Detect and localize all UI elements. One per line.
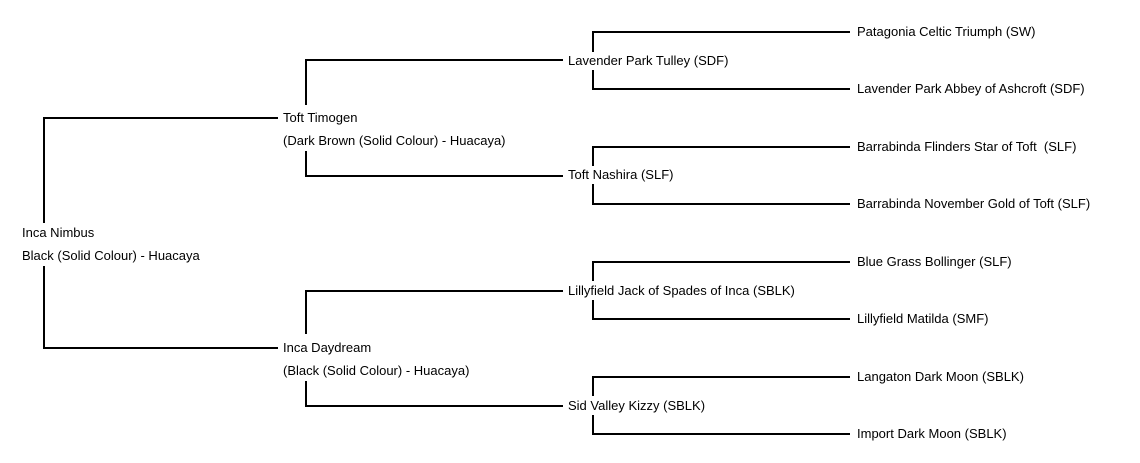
grandparent-name: Lavender Park Tulley (SDF) bbox=[568, 53, 729, 68]
great-grandparent-name: Lavender Park Abbey of Ashcroft (SDF) bbox=[857, 81, 1085, 96]
connector-line bbox=[592, 318, 850, 320]
subject-colour-breed: Black (Solid Colour) - Huacaya bbox=[22, 248, 200, 263]
grandparent-name: Sid Valley Kizzy (SBLK) bbox=[568, 398, 706, 413]
connector-line bbox=[592, 184, 594, 205]
connector-line bbox=[305, 290, 563, 292]
connector-line bbox=[592, 146, 850, 148]
connector-line bbox=[43, 347, 278, 349]
connector-line bbox=[592, 433, 850, 435]
great-grandparent-name: Langaton Dark Moon (SBLK) bbox=[857, 369, 1024, 384]
connector-line bbox=[43, 266, 45, 349]
connector-line bbox=[43, 117, 278, 119]
grandparent-name: Toft Nashira (SLF) bbox=[568, 167, 674, 182]
great-grandparent-name: Barrabinda November Gold of Toft (SLF) bbox=[857, 196, 1091, 211]
connector-line bbox=[305, 59, 307, 105]
dam-name: Inca Daydream bbox=[283, 340, 372, 355]
connector-line bbox=[305, 405, 563, 407]
great-grandparent-name: Blue Grass Bollinger (SLF) bbox=[857, 254, 1012, 269]
connector-line bbox=[592, 261, 594, 281]
connector-line bbox=[592, 376, 594, 396]
connector-line bbox=[592, 31, 850, 33]
great-grandparent-name: Barrabinda Flinders Star of Toft (SLF) bbox=[857, 139, 1077, 154]
connector-line bbox=[592, 88, 850, 90]
connector-line bbox=[592, 300, 594, 320]
grandparent-name: Lillyfield Jack of Spades of Inca (SBLK) bbox=[568, 283, 795, 298]
connector-line bbox=[592, 203, 850, 205]
connector-line bbox=[592, 261, 850, 263]
connector-line bbox=[592, 70, 594, 90]
connector-line bbox=[305, 59, 563, 61]
connector-line bbox=[43, 117, 45, 223]
great-grandparent-name: Patagonia Celtic Triumph (SW) bbox=[857, 24, 1036, 39]
connector-line bbox=[305, 381, 307, 407]
connector-line bbox=[305, 175, 563, 177]
connector-line bbox=[592, 376, 850, 378]
connector-line bbox=[592, 415, 594, 435]
connector-line bbox=[592, 146, 594, 166]
sire-name: Toft Timogen bbox=[283, 110, 358, 125]
great-grandparent-name: Lillyfield Matilda (SMF) bbox=[857, 311, 989, 326]
sire-colour-breed: (Dark Brown (Solid Colour) - Huacaya) bbox=[283, 133, 506, 148]
subject-name: Inca Nimbus bbox=[22, 225, 95, 240]
connector-line bbox=[592, 31, 594, 52]
connector-line bbox=[305, 290, 307, 334]
connector-line bbox=[305, 151, 307, 177]
great-grandparent-name: Import Dark Moon (SBLK) bbox=[857, 426, 1007, 441]
dam-colour-breed: (Black (Solid Colour) - Huacaya) bbox=[283, 363, 470, 378]
